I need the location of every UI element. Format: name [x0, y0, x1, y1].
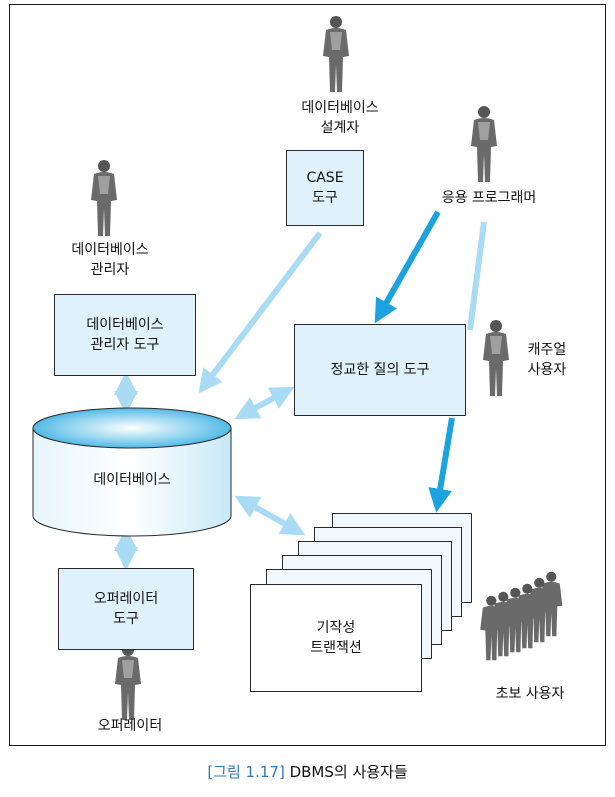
- box-query-tool: 정교한 질의 도구: [294, 324, 466, 416]
- arrow-db-tx: [234, 495, 306, 536]
- people-group-icon: [480, 571, 563, 661]
- person-icon-operator: [115, 644, 141, 720]
- arrow-query-to-tx: [428, 417, 455, 513]
- arrow-query-db: [234, 386, 295, 420]
- database-cylinder: [32, 407, 232, 537]
- caption-title: DBMS의 사용자들: [289, 763, 408, 781]
- person-icon-programmer: [471, 106, 497, 182]
- label-db-admin: 데이터베이스 관리자: [71, 242, 149, 278]
- label-naive-users: 초보 사용자: [495, 686, 565, 702]
- label-app-programmer: 응용 프로그래머: [441, 190, 537, 206]
- figure-caption: [그림 1.17] DBMS의 사용자들: [0, 761, 615, 782]
- label-casual-user: 캐주얼 사용자: [527, 342, 567, 378]
- label-db-designer: 데이터베이스 설계자: [301, 100, 379, 136]
- box-case-tool: CASE 도구: [286, 150, 364, 226]
- label-operator: 오퍼레이터: [97, 718, 163, 734]
- arrow-programmer-to-query: [374, 210, 441, 324]
- person-icon-admin: [91, 160, 117, 236]
- database-label: 데이터베이스: [93, 472, 171, 488]
- person-icon-casual: [483, 320, 509, 396]
- box-canned-transactions: 기작성 트랜잭션: [250, 584, 422, 692]
- caption-number: [그림 1.17]: [207, 763, 285, 781]
- box-admin-tool: 데이터베이스 관리자 도구: [54, 294, 196, 376]
- box-operator-tool: 오퍼레이터 도구: [58, 568, 194, 650]
- person-icon-designer: [323, 16, 349, 92]
- arrow-case-to-db: [198, 231, 323, 394]
- arrow-programmer-light: [467, 221, 487, 331]
- figure-frame: [9, 4, 606, 746]
